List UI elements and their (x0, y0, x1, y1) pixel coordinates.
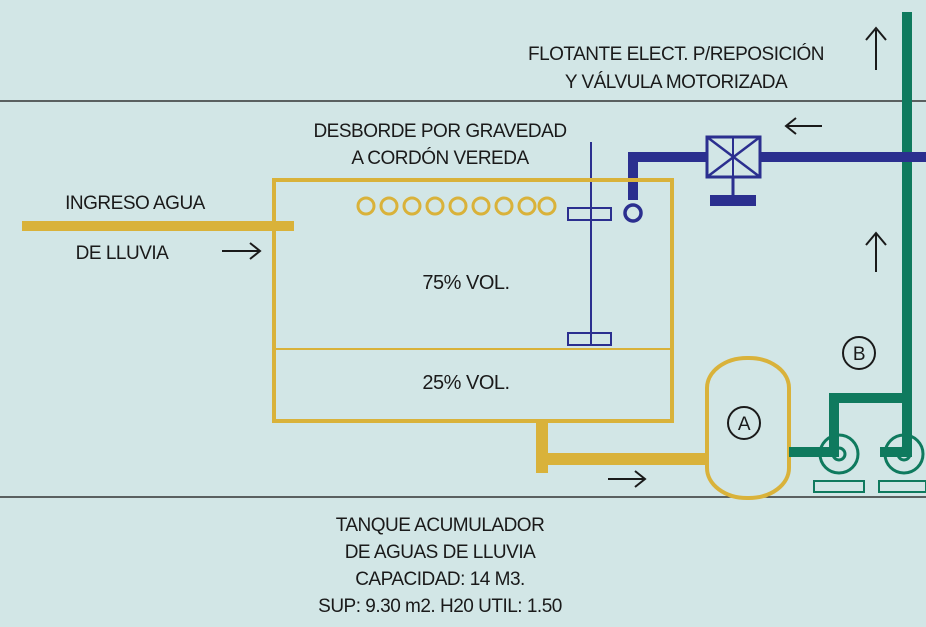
float-label-line2: Y VÁLVULA MOTORIZADA (565, 72, 788, 93)
outlet-pipe (536, 421, 708, 473)
flow-arrow-inlet (222, 242, 262, 260)
caption-line3: CAPACIDAD: 14 M3. (355, 569, 525, 590)
marker-a-circle (727, 406, 761, 440)
float-supply-pipe (628, 152, 926, 200)
pump-1-icon (813, 433, 865, 493)
flow-arrow-outlet (608, 470, 647, 488)
marker-a-label: A (738, 414, 751, 435)
pressure-tank (705, 356, 791, 500)
inlet-label-line1: INGRESO AGUA (65, 193, 206, 214)
caption-line4: SUP: 9.30 m2. H20 UTIL: 1.50 (318, 596, 562, 617)
marker-b-label: B (853, 344, 865, 365)
inlet-pipe (22, 221, 294, 231)
pump-piping (789, 393, 912, 457)
overflow-pipe (567, 142, 612, 346)
inlet-label-line2: DE LLUVIA (76, 243, 169, 264)
rainwater-tank (272, 178, 674, 423)
marker-b-circle (842, 336, 876, 370)
caption-line2: DE AGUAS DE LLUVIA (345, 542, 536, 563)
volume-75-label: 75% VOL. (422, 272, 509, 294)
volume-25-label: 25% VOL. (422, 372, 509, 394)
pump-2-icon (878, 433, 926, 493)
flow-arrow-up-right (865, 231, 887, 272)
overflow-label-line2: A CORDÓN VEREDA (351, 147, 529, 169)
overflow-label-line1: DESBORDE POR GRAVEDAD (313, 121, 566, 142)
float-sensor-icon (623, 203, 643, 223)
caption-line1: TANQUE ACUMULADOR (336, 515, 545, 536)
motorized-valve-icon (705, 135, 762, 206)
water-bubbles (356, 196, 557, 216)
green-riser-pipe (902, 12, 912, 457)
flow-arrow-left-valve (784, 117, 822, 135)
flow-arrow-up-top (865, 26, 887, 70)
float-label-line1: FLOTANTE ELECT. P/REPOSICIÓN (528, 43, 824, 65)
